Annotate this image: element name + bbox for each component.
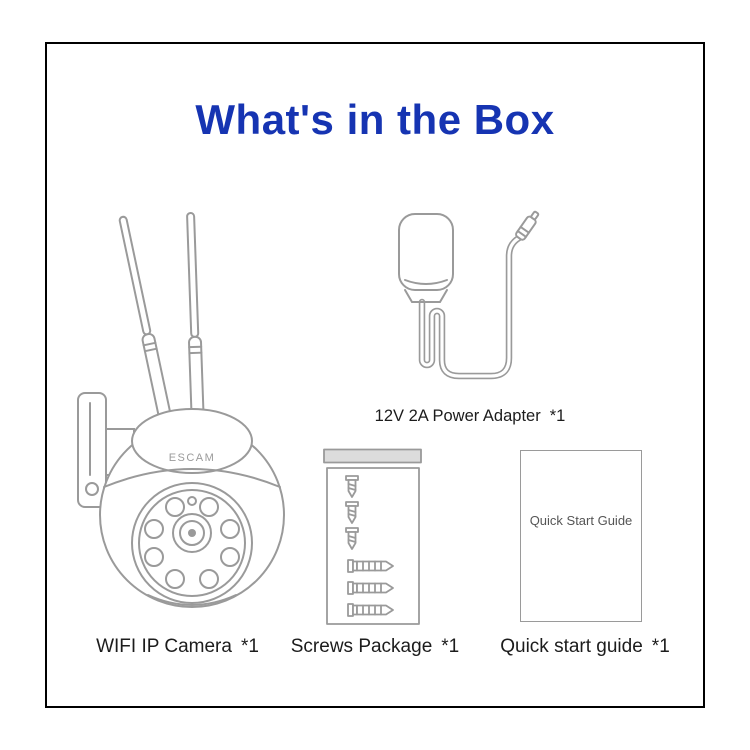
power-cable-icon [418,234,523,380]
wall-anchor-icon [347,559,394,617]
screws-package-illustration [323,448,422,625]
brand-text: ESCAM [169,452,216,464]
package-header-strip [323,448,422,464]
screw-icon [345,475,359,550]
camera-qty: *1 [240,636,259,657]
wifi-camera-illustration: ESCAM [77,211,285,608]
package-bag [326,467,420,625]
page-title: What's in the Box [195,96,555,143]
quick-start-guide-booklet: Quick Start Guide [520,450,642,622]
guide-label: Quick start guide*1 [500,636,670,657]
led-ring-icon [144,497,240,589]
dc-connector-icon [515,210,540,241]
guide-qty: *1 [651,636,670,657]
camera-top-cap [131,408,253,474]
antenna-left-icon [118,215,173,428]
screws-qty: *1 [441,636,460,657]
camera-label: WIFI IP Camera*1 [96,636,259,657]
antenna-right-icon [186,211,205,430]
guide-cover-text: Quick Start Guide [529,513,633,528]
camera-lens-icon [172,513,212,553]
adapter-body-icon [398,213,454,303]
power-adapter-illustration [398,210,540,380]
adapter-qty: *1 [549,407,566,425]
screws-label: Screws Package*1 [290,636,460,657]
light-sensor-icon [187,496,197,506]
adapter-label: 12V 2A Power Adapter*1 [374,407,566,425]
